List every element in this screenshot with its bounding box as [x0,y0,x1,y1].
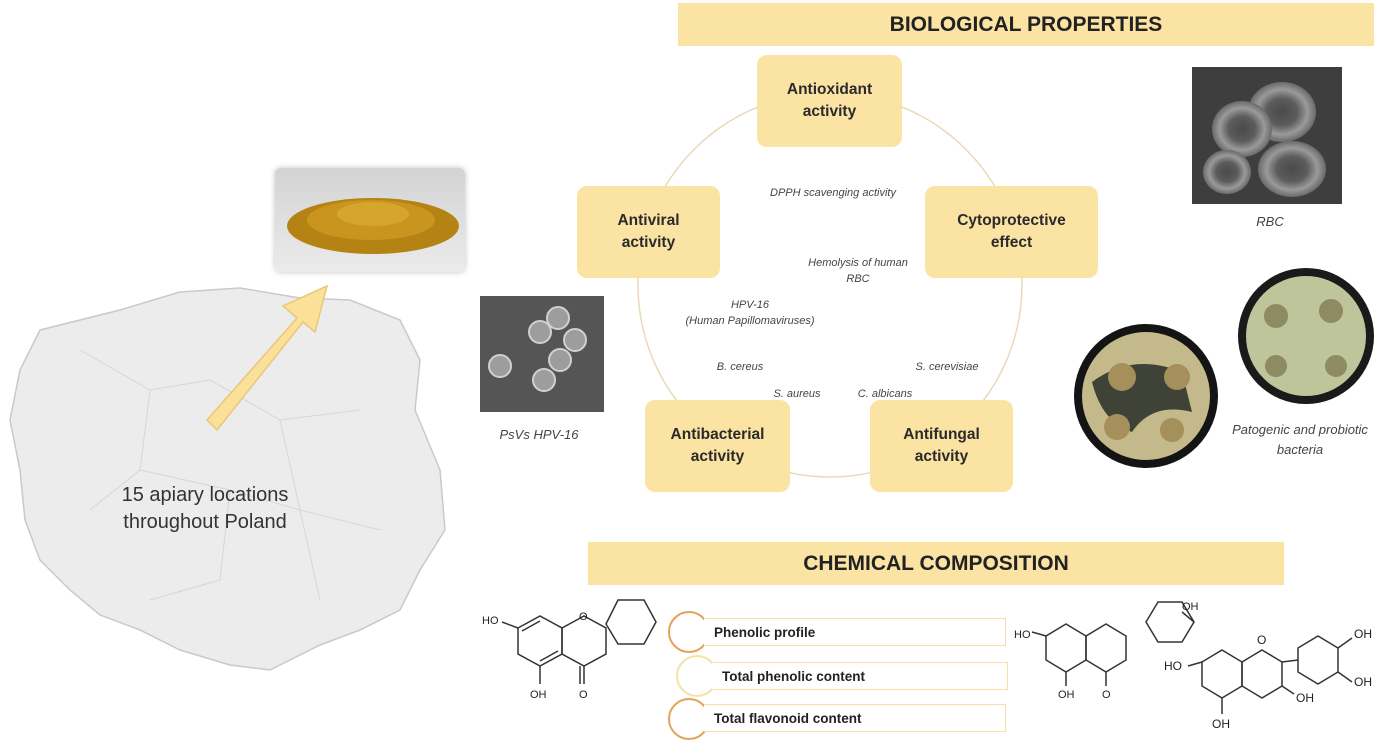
chemical-composition-banner: CHEMICAL COMPOSITION [588,542,1284,585]
o-label-3: O [1257,633,1266,647]
flavone-structure: HO OH O OH [1014,601,1199,701]
chemical-composition-title: CHEMICAL COMPOSITION [803,551,1069,575]
hpv-caption: PsVs HPV-16 [499,427,579,442]
oh-label-2: OH [1058,689,1075,701]
dpph-label: DPPH scavenging activity [770,187,896,199]
ho-label-2: HO [1014,629,1031,641]
oh-label-5: OH [1296,691,1314,705]
s-cerevisiae-label: S. cerevisiae [915,361,979,373]
b-cereus-label: B. cereus [716,361,764,373]
oh-label-1: OH [530,689,547,701]
phenolic-profile-item: Phenolic profile [704,618,1006,646]
hpv-micrograph [480,296,604,412]
petri-dish-pathogenic [1074,324,1218,468]
flavanone-structure: HO OH O O [482,599,657,701]
o-label-2: O [1102,689,1111,701]
ho-label-1: HO [482,615,499,627]
arrow-icon [205,284,329,432]
catechin-structure: HO OH OH OH OH O [1164,627,1372,731]
oh-label-3: OH [1182,601,1199,613]
rbc-caption: RBC [1256,214,1284,229]
biological-properties-title: BIOLOGICAL PROPERTIES [889,12,1163,36]
oh-label-6: OH [1354,627,1372,641]
hpv-label: HPV-16(Human Papillomaviruses) [685,299,815,327]
total-flavonoid-item: Total flavonoid content [704,704,1006,732]
phenolic-profile-ring-icon [668,611,710,653]
oh-label-7: OH [1354,675,1372,689]
o-label-1: O [579,689,588,701]
bee-pollen-photo [275,168,465,272]
apiary-locations-label: 15 apiary locations throughout Poland [121,484,289,533]
petri-dish-probiotic [1238,268,1374,404]
s-aureus-label: S. aureus [773,388,821,400]
ho-label-4: HO [1164,659,1182,673]
rbc-micrograph [1192,67,1342,204]
biological-properties-banner: BIOLOGICAL PROPERTIES [678,3,1374,46]
o-ring-label-1: O [579,611,588,623]
c-albicans-label: C. albicans [857,388,913,400]
oh-label-4: OH [1212,717,1230,731]
total-phenolic-item: Total phenolic content [712,662,1008,690]
